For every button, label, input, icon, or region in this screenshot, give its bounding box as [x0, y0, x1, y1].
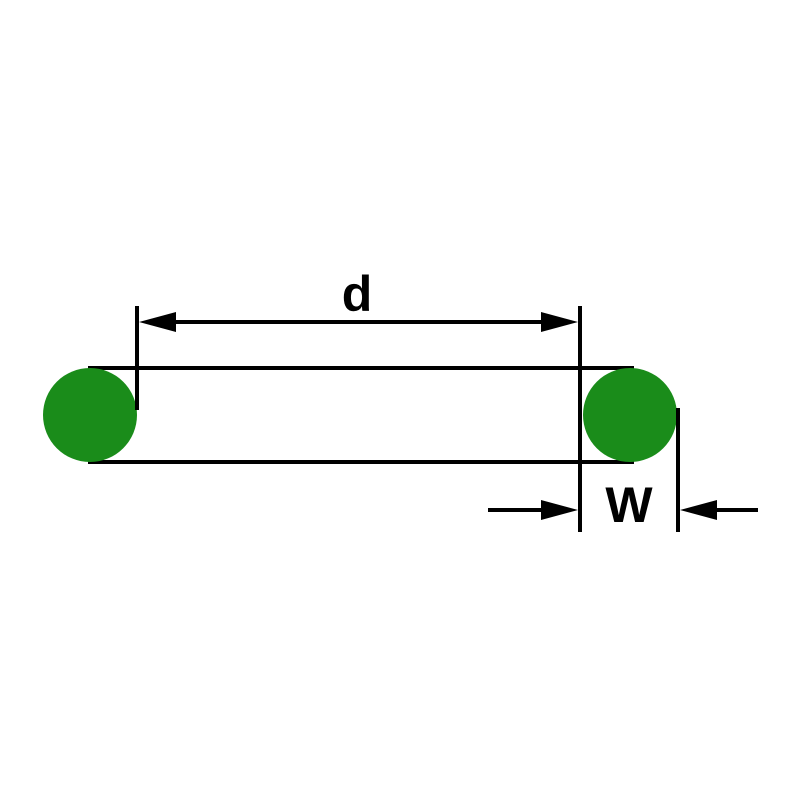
right-cross-section-circle [583, 368, 677, 462]
w-arrowhead-left-icon [541, 500, 578, 520]
left-cross-section-circle [43, 368, 137, 462]
w-label: W [605, 477, 653, 533]
d-arrowhead-right-icon [541, 312, 578, 332]
w-arrowhead-right-icon [680, 500, 717, 520]
d-arrowhead-left-icon [139, 312, 176, 332]
d-label: d [342, 266, 373, 322]
